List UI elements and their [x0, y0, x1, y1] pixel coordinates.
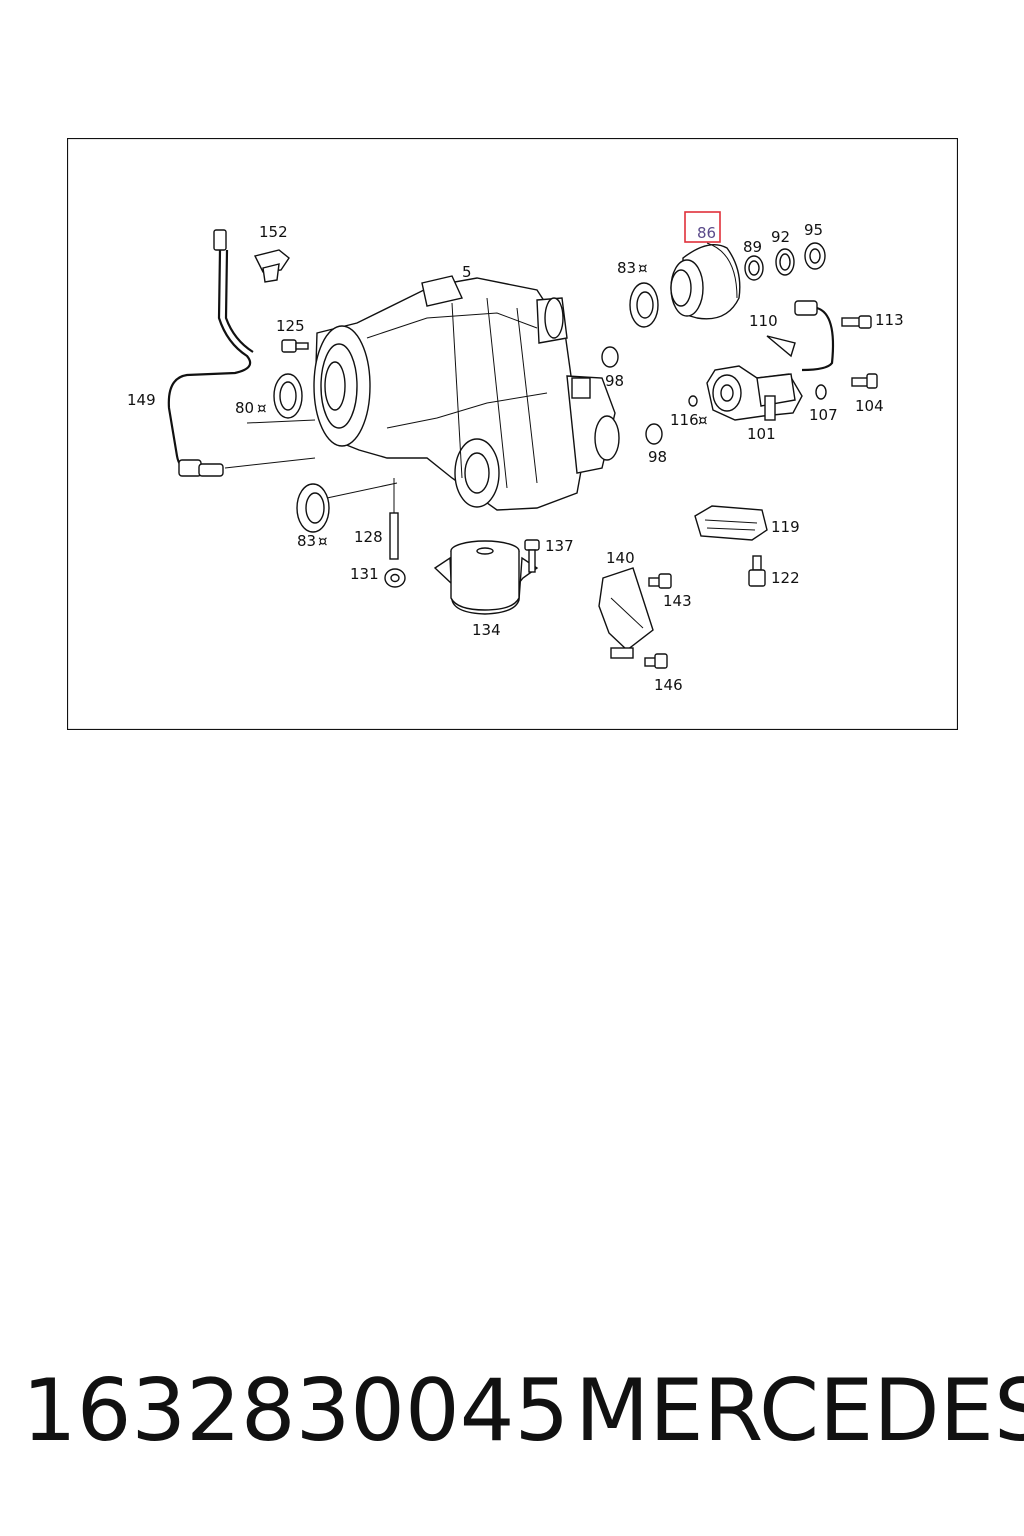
marker-116: ¤ [698, 411, 708, 429]
label-131: 131 [350, 565, 379, 583]
label-80: 80 [235, 399, 254, 417]
marker-83-left: ¤ [318, 532, 328, 550]
part-89-ring [744, 255, 764, 281]
part-83-bearing-left [296, 483, 330, 533]
label-89: 89 [743, 238, 762, 256]
part-125-bolt [281, 339, 309, 353]
part-98-plug-lower [645, 423, 663, 445]
label-116: 116 [670, 411, 699, 429]
label-104: 104 [855, 397, 884, 415]
part-110-sensor [766, 300, 835, 372]
label-125: 125 [276, 317, 305, 335]
part-5-transfer-case [246, 275, 620, 511]
part-number: 1632830045 [22, 1361, 570, 1461]
highlight-box-86 [684, 211, 721, 243]
part-149-hose [167, 229, 316, 477]
label-83-left: 83 [297, 532, 316, 550]
label-101: 101 [747, 425, 776, 443]
part-83-bearing-right [629, 282, 659, 328]
part-146-bolt [644, 653, 668, 669]
label-119: 119 [771, 518, 800, 536]
part-122-connector [748, 555, 766, 587]
part-119-control-module [694, 505, 768, 541]
part-152-clip [253, 249, 290, 283]
label-143: 143 [663, 592, 692, 610]
marker-83-right: ¤ [638, 259, 648, 277]
part-143-bolt [648, 573, 672, 589]
part-140-bracket [598, 567, 654, 659]
part-86-housing [670, 242, 741, 320]
part-116-oring [688, 395, 698, 407]
part-104-bolt [851, 373, 878, 389]
label-122: 122 [771, 569, 800, 587]
label-92: 92 [771, 228, 790, 246]
label-113: 113 [875, 311, 904, 329]
part-101-actuator [706, 365, 803, 421]
label-107: 107 [809, 406, 838, 424]
label-86: 86 [697, 224, 716, 242]
label-110: 110 [749, 312, 778, 330]
marker-80: ¤ [257, 399, 267, 417]
label-134: 134 [472, 621, 501, 639]
label-137: 137 [545, 537, 574, 555]
part-134-mount [433, 540, 539, 615]
part-107-washer [815, 384, 827, 400]
label-128: 128 [354, 528, 383, 546]
part-95-nut [804, 242, 826, 270]
part-113-bolt [841, 315, 872, 329]
label-83-right: 83 [617, 259, 636, 277]
brand-name: MERCEDES [575, 1361, 1024, 1461]
label-152: 152 [259, 223, 288, 241]
label-5: 5 [462, 263, 472, 281]
part-131-nut [384, 568, 406, 588]
part-92-ring [775, 248, 795, 276]
label-95: 95 [804, 221, 823, 239]
part-98-plug-upper [601, 346, 619, 368]
label-98-lower: 98 [648, 448, 667, 466]
part-80-seal [273, 373, 303, 419]
label-149: 149 [127, 391, 156, 409]
label-98-upper: 98 [605, 372, 624, 390]
label-140: 140 [606, 549, 635, 567]
parts-diagram: 152 5 125 149 80 ¤ 83 ¤ 128 131 134 137 … [67, 138, 958, 730]
part-128-stud [389, 478, 399, 560]
part-137-bolt [524, 539, 540, 573]
label-146: 146 [654, 676, 683, 694]
